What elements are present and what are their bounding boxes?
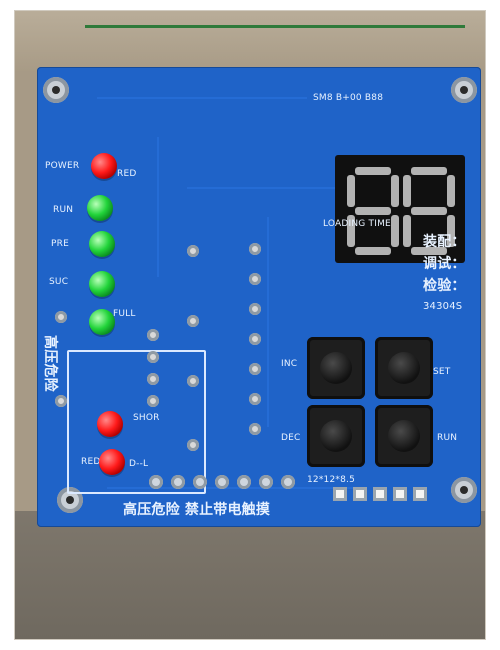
pcb-board: POWER RED RUN PRE SUC FULL 高压危险 SHOR RED…: [37, 67, 481, 527]
led-label-dl: D--L: [129, 459, 149, 469]
header-square-pad: [373, 487, 387, 501]
led-label-pre: PRE: [51, 239, 69, 249]
button-label-run: RUN: [437, 433, 458, 443]
solder-pad: [187, 315, 199, 327]
solder-pad: [249, 333, 261, 345]
pcb-trace: [107, 487, 357, 489]
solder-pad: [249, 363, 261, 375]
seven-segment-display: 8 8: [335, 155, 465, 263]
high-voltage-warning-text: 高压危险: [42, 335, 58, 392]
tactile-button-dec[interactable]: [307, 405, 365, 467]
button-cap: [388, 420, 420, 452]
led-label-shor: SHOR: [133, 413, 160, 423]
pcb-trace: [187, 187, 407, 189]
mount-screw: [451, 77, 477, 103]
led-dl-red: [99, 449, 125, 475]
header-pin: [149, 475, 163, 489]
tactile-button-run[interactable]: [375, 405, 433, 467]
mount-screw: [451, 477, 477, 503]
led-label-red-top: RED: [117, 169, 137, 179]
solder-pad: [249, 273, 261, 285]
header-square-pad: [413, 487, 427, 501]
solder-pad: [187, 439, 199, 451]
photo-frame: POWER RED RUN PRE SUC FULL 高压危险 SHOR RED…: [14, 10, 486, 640]
header-square-pad: [393, 487, 407, 501]
led-run-green: [87, 195, 113, 221]
bottom-warning-text: 高压危险 禁止带电触摸: [123, 502, 271, 518]
header-pin: [171, 475, 185, 489]
display-digit: 8: [345, 165, 401, 255]
led-suc-green: [89, 271, 115, 297]
button-size-label: 12*12*8.5: [307, 475, 356, 485]
solder-pad: [249, 303, 261, 315]
serial-label: 34304S: [423, 301, 463, 312]
led-label-power: POWER: [45, 161, 80, 171]
header-pin: [281, 475, 295, 489]
solder-pad: [249, 423, 261, 435]
led-power-red: [91, 153, 117, 179]
button-label-set: SET: [433, 367, 451, 377]
led-shor-red: [97, 411, 123, 437]
solder-pad: [147, 373, 159, 385]
tactile-button-set[interactable]: [375, 337, 433, 399]
debug-label: 调试：: [423, 256, 466, 272]
mount-screw: [43, 77, 69, 103]
pcb-trace: [267, 217, 269, 427]
solder-pad: [55, 311, 67, 323]
button-cap: [320, 352, 352, 384]
solder-pad: [147, 395, 159, 407]
wood-background: [15, 511, 485, 639]
tactile-button-inc[interactable]: [307, 337, 365, 399]
led-pre-green: [89, 231, 115, 257]
solder-pad: [187, 245, 199, 257]
button-label-inc: INC: [281, 359, 298, 369]
pcb-trace: [97, 97, 307, 99]
high-voltage-warning-box: [67, 350, 206, 494]
solder-pad: [249, 393, 261, 405]
assembly-label: 装配：: [423, 234, 466, 250]
header-pin: [259, 475, 273, 489]
led-label-run: RUN: [53, 205, 74, 215]
cardboard-background: [15, 11, 485, 71]
led-full-green: [89, 309, 115, 335]
solder-pad: [147, 351, 159, 363]
loading-time-label: LOADING TIME: [323, 219, 391, 229]
inspect-label: 检验：: [423, 278, 466, 294]
header-pin: [193, 475, 207, 489]
display-digit: 8: [401, 165, 457, 255]
button-cap: [320, 420, 352, 452]
led-label-red-bottom: RED: [81, 457, 101, 467]
cardboard-green-line: [85, 25, 465, 28]
display-top-label: SM8 B+00 B88: [313, 93, 384, 103]
led-label-full: FULL: [113, 309, 136, 319]
led-label-suc: SUC: [49, 277, 69, 287]
button-label-dec: DEC: [281, 433, 301, 443]
header-pin: [237, 475, 251, 489]
header-square-pad: [333, 487, 347, 501]
header-pin: [215, 475, 229, 489]
solder-pad: [147, 329, 159, 341]
mount-screw: [57, 487, 83, 513]
solder-pad: [55, 395, 67, 407]
solder-pad: [187, 375, 199, 387]
header-square-pad: [353, 487, 367, 501]
solder-pad: [249, 243, 261, 255]
pcb-trace: [157, 137, 159, 277]
button-cap: [388, 352, 420, 384]
